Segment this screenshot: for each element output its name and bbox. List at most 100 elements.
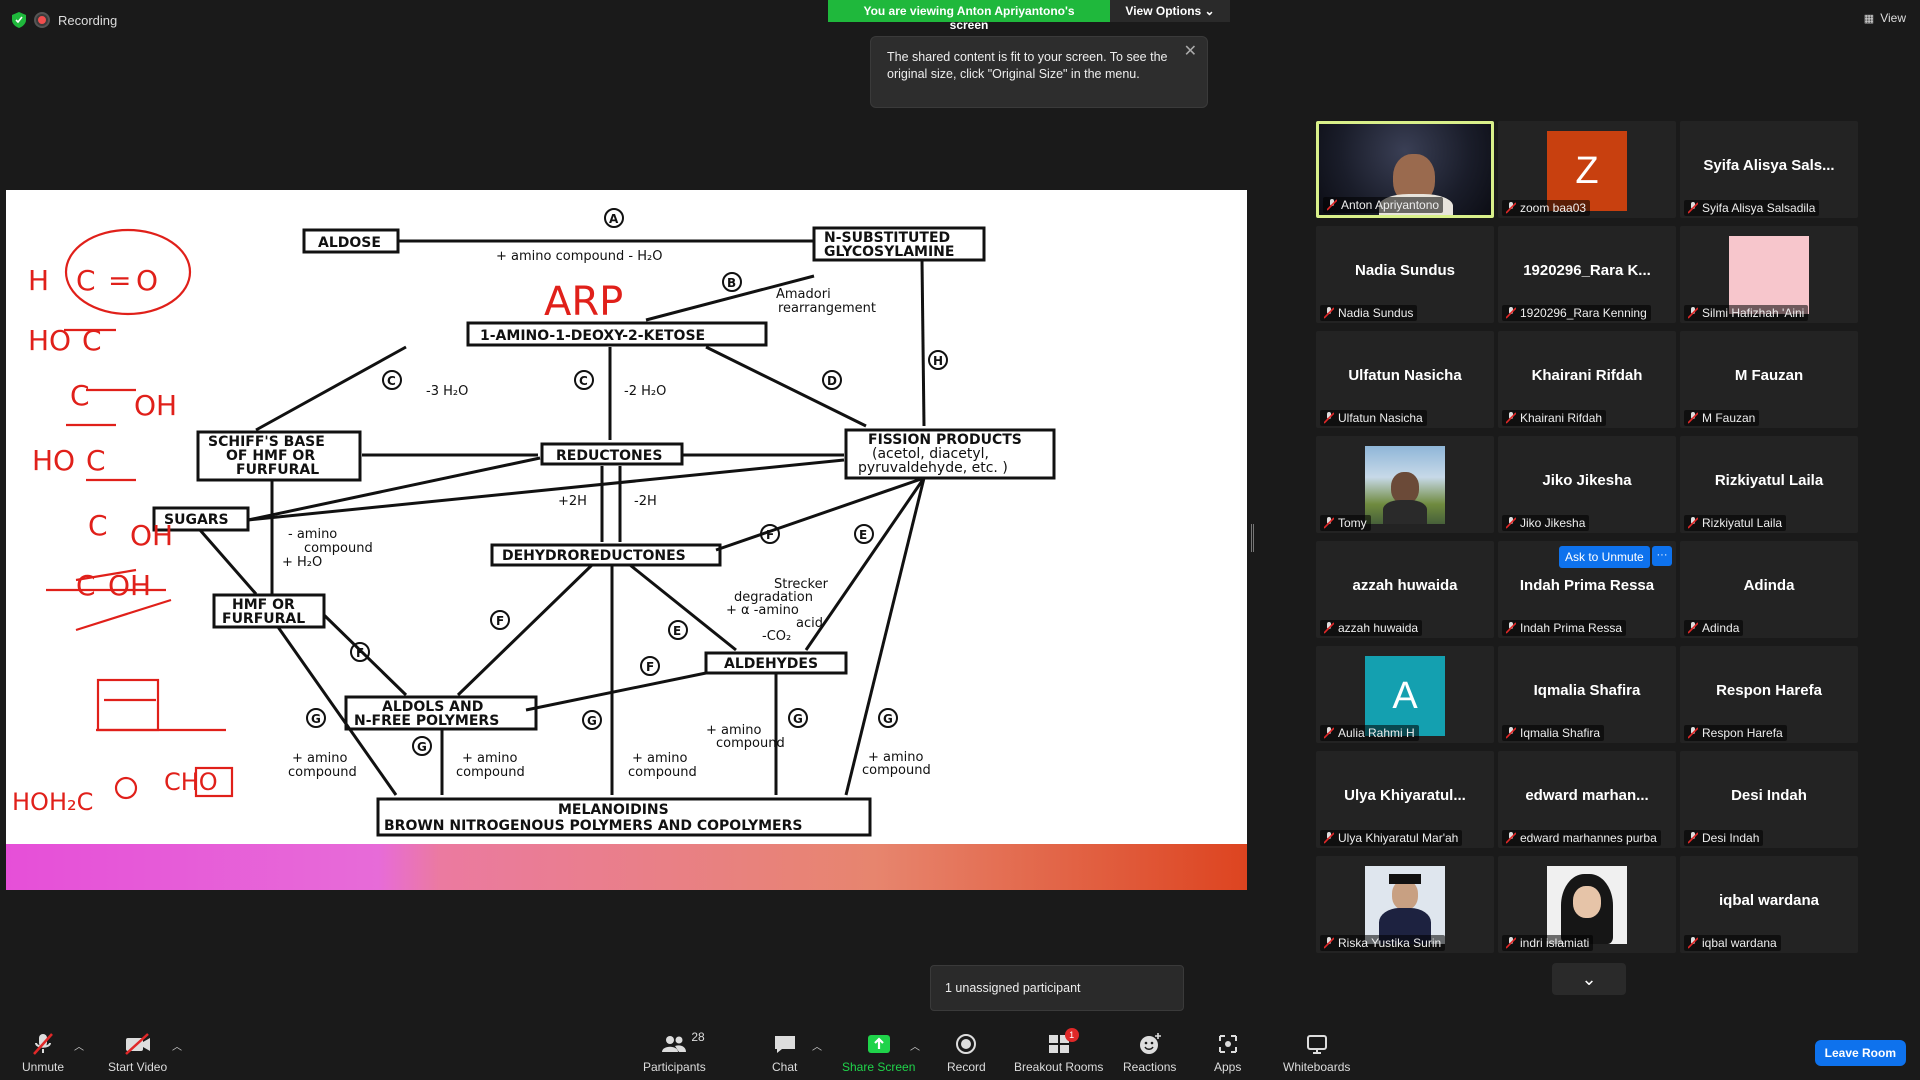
participant-tile[interactable]: Silmi Hafizhah 'Aini	[1680, 226, 1858, 323]
svg-text:-2H: -2H	[634, 494, 657, 509]
close-icon[interactable]: ✕	[1183, 43, 1197, 60]
share-screen-icon	[867, 1035, 890, 1053]
mic-muted-icon	[1324, 412, 1334, 424]
svg-text:compound: compound	[456, 765, 525, 780]
record-dot-icon	[36, 14, 48, 26]
svg-text:G: G	[417, 740, 427, 754]
mic-muted-icon	[1324, 727, 1334, 739]
mic-muted-icon	[1506, 202, 1516, 214]
breakout-rooms-button[interactable]: 1 Breakout Rooms	[1014, 1028, 1103, 1074]
recording-label: Recording	[58, 12, 118, 28]
participant-avatar	[1729, 236, 1809, 314]
chat-options-caret[interactable]: ︿	[812, 1042, 822, 1053]
participant-display-name: Rizkiyatul Laila	[1714, 472, 1824, 489]
leave-room-button[interactable]: Leave Room	[1814, 1040, 1906, 1066]
participant-tile[interactable]: Anton Apriyantono	[1316, 121, 1494, 218]
mic-muted-icon	[1506, 517, 1516, 529]
svg-text:C: C	[579, 374, 588, 388]
svg-text:Amadori: Amadori	[776, 287, 831, 302]
svg-text:HO: HO	[32, 444, 75, 477]
next-page-button[interactable]: ⌄	[1552, 963, 1626, 995]
participant-tile[interactable]: indri islamiati	[1498, 856, 1676, 953]
view-options-button[interactable]: View Options ⌄	[1110, 0, 1230, 22]
participant-name-label: Syifa Alisya Salsadila	[1684, 200, 1820, 216]
participant-display-name: azzah huwaida	[1352, 577, 1458, 594]
participant-tile[interactable]: Syifa Alisya Sals...Syifa Alisya Salsadi…	[1680, 121, 1858, 218]
more-options-button[interactable]: ···	[1652, 546, 1672, 566]
ask-to-unmute-button[interactable]: Ask to Unmute	[1559, 546, 1650, 568]
participant-avatar: A	[1365, 656, 1445, 736]
reactions-label: Reactions	[1123, 1060, 1177, 1074]
svg-text:F: F	[356, 646, 364, 660]
record-label: Record	[947, 1060, 986, 1074]
svg-text:OH: OH	[108, 569, 151, 602]
shared-screen[interactable]: ALDOSE N-SUBSTITUTED GLYCOSYLAMINE 1-AMI…	[6, 190, 1247, 890]
participant-tile[interactable]: Ulya Khiyaratul...Ulya Khiyaratul Mar'ah	[1316, 751, 1494, 848]
participant-display-name: 1920296_Rara K...	[1523, 262, 1651, 279]
whiteboards-button[interactable]: Whiteboards	[1283, 1032, 1350, 1074]
participant-display-name: Ulya Khiyaratul...	[1344, 787, 1466, 804]
participant-display-name: Nadia Sundus	[1354, 262, 1455, 279]
participant-display-name: edward marhan...	[1525, 787, 1649, 804]
mic-muted-icon	[1688, 517, 1698, 529]
whiteboards-label: Whiteboards	[1283, 1060, 1351, 1074]
chat-button[interactable]: Chat	[772, 1032, 797, 1074]
unmute-button[interactable]: Unmute	[22, 1032, 64, 1074]
participant-tile[interactable]: Tomy	[1316, 436, 1494, 533]
svg-text:+ H₂O: + H₂O	[282, 555, 322, 570]
audio-options-caret[interactable]: ︿	[74, 1042, 84, 1053]
participant-display-name: Respon Harefa	[1716, 682, 1822, 699]
share-screen-button[interactable]: Share Screen	[842, 1032, 915, 1074]
svg-text:OH: OH	[134, 389, 177, 422]
participant-name-label: Indah Prima Ressa	[1502, 620, 1627, 636]
apps-button[interactable]: Apps	[1214, 1032, 1241, 1074]
mic-muted-icon	[1688, 307, 1698, 319]
mic-muted-icon	[1688, 412, 1698, 424]
svg-text:FURFURAL: FURFURAL	[236, 462, 319, 478]
svg-text:B: B	[727, 276, 736, 290]
svg-text:G: G	[311, 712, 321, 726]
participant-tile[interactable]: edward marhan...edward marhannes purba	[1498, 751, 1676, 848]
participants-button[interactable]: 28 Participants	[643, 1030, 706, 1074]
record-button[interactable]: Record	[947, 1032, 986, 1074]
mic-muted-icon	[1324, 517, 1334, 529]
participant-name-label: Silmi Hafizhah 'Aini	[1684, 305, 1809, 321]
splitter-handle[interactable]	[1251, 524, 1254, 552]
svg-text:F: F	[646, 660, 654, 674]
mic-muted-icon	[1506, 622, 1516, 634]
participant-tile[interactable]: 1920296_Rara K...1920296_Rara Kenning	[1498, 226, 1676, 323]
dehydroreductones-label: DEHYDROREDUCTONES	[502, 548, 686, 564]
svg-text:G: G	[587, 714, 597, 728]
svg-text:degradation: degradation	[734, 590, 813, 605]
video-options-caret[interactable]: ︿	[172, 1042, 182, 1053]
participant-name-label: Adinda	[1684, 620, 1744, 636]
mic-muted-icon	[1688, 622, 1698, 634]
svg-text:FISSION PRODUCTS: FISSION PRODUCTS	[868, 432, 1022, 448]
participant-avatar: Z	[1547, 131, 1627, 211]
share-screen-label: Share Screen	[842, 1060, 916, 1074]
recording-indicator[interactable]: Recording	[12, 12, 117, 28]
svg-text:+ α -amino: + α -amino	[726, 603, 799, 618]
sugars-label: SUGARS	[164, 512, 229, 528]
mic-muted-icon	[1506, 727, 1516, 739]
participant-tile[interactable]: Riska Yustika Surin	[1316, 856, 1494, 953]
share-options-caret[interactable]: ︿	[910, 1042, 920, 1053]
view-button[interactable]: ▦ View	[1864, 11, 1906, 25]
start-video-button[interactable]: Start Video	[108, 1032, 167, 1074]
reactions-button[interactable]: Reactions	[1123, 1032, 1176, 1074]
